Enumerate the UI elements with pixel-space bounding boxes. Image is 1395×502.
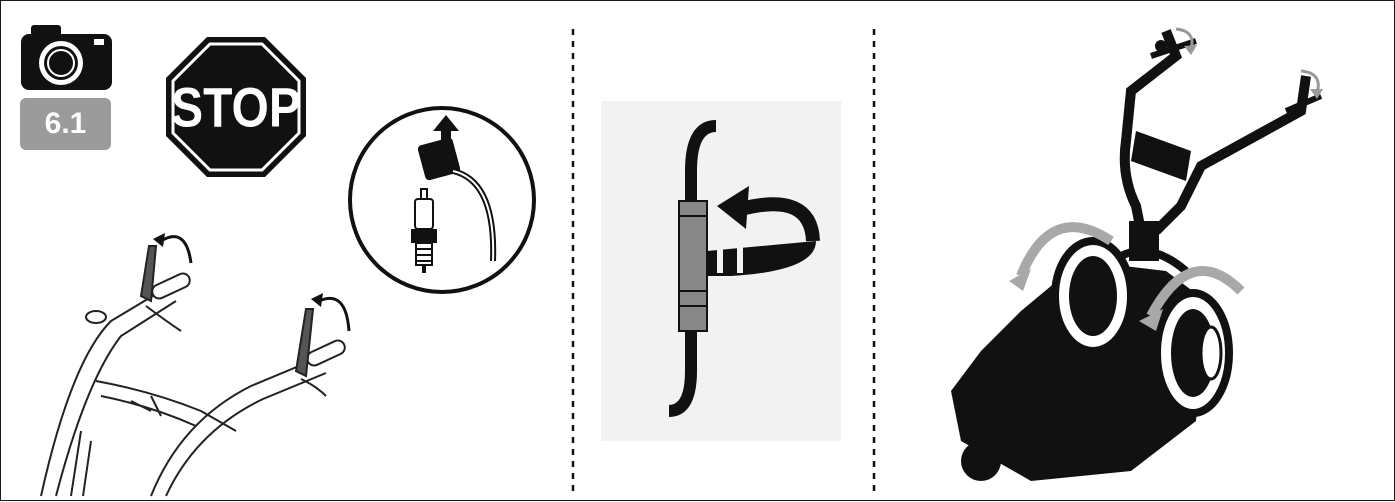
spark-plug-disconnect-icon (348, 106, 536, 294)
step-number-badge: 6.1 (20, 98, 111, 150)
camera-icon (21, 25, 112, 90)
folded-mower-icon (951, 27, 1323, 481)
stop-sign-icon: STOP (166, 37, 306, 177)
handlebar-levers-icon (40, 233, 351, 497)
stop-sign-label: STOP (171, 76, 301, 138)
cable-clamp-rotate-icon (601, 101, 841, 441)
